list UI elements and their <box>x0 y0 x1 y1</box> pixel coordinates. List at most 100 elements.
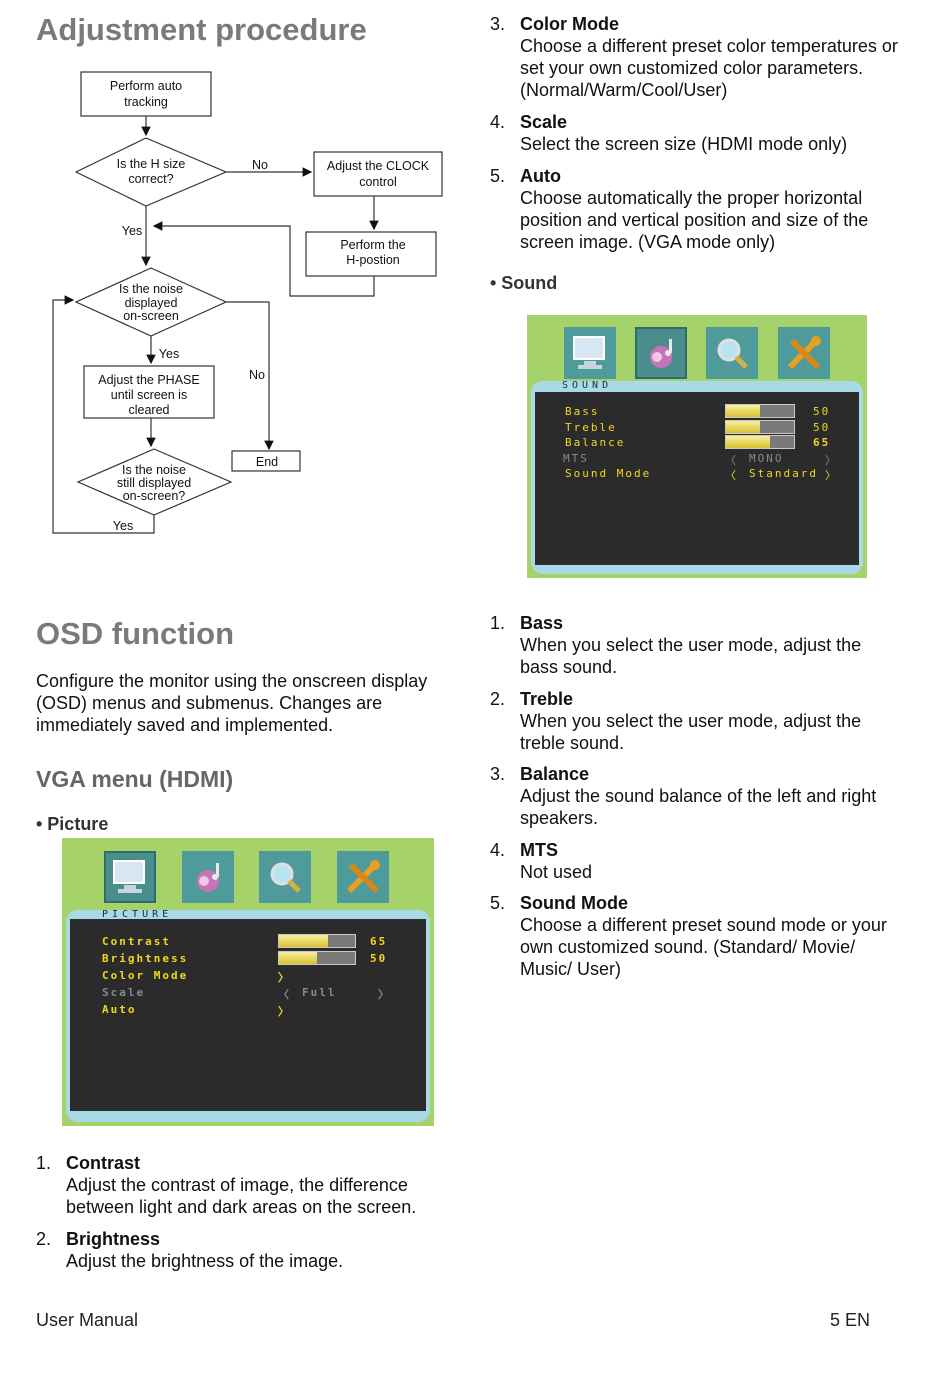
picture-tab-tools-icon[interactable] <box>337 851 389 903</box>
picture-osd-panel: PICTURE Contrast 65 Brightness 50 Color … <box>62 838 434 1126</box>
flow-noise-2: displayed <box>125 296 178 310</box>
sound-mode-right-arrow[interactable]: 〉 <box>825 469 838 482</box>
item-desc-line: Select the screen size (HDMI mode only) <box>520 134 848 154</box>
tools-icon <box>787 336 821 370</box>
auto-tracking-box <box>80 71 212 117</box>
picture-bullet: • Picture <box>36 814 109 834</box>
list-item-sound-mode: 5. Sound Mode Choose a different preset … <box>490 892 930 980</box>
item-title: Brightness <box>66 1229 161 1249</box>
osd-heading: OSD function <box>36 616 235 651</box>
sound-tab-monitor-icon[interactable] <box>564 327 616 379</box>
item-title: Contrast <box>66 1153 141 1173</box>
tools-icon <box>346 860 380 894</box>
sound-row-bass[interactable]: Bass <box>565 405 600 418</box>
item-number: 1. <box>36 1153 52 1173</box>
sound-row-mts[interactable]: MTS <box>563 452 589 465</box>
flow-hpos-2: H-postion <box>346 253 400 267</box>
flow-noise2-1: Is the noise <box>122 463 186 477</box>
adjustment-flowchart: Perform auto tracking Is the H size corr… <box>36 62 456 552</box>
list-item-bass: 1. Bass When you select the user mode, a… <box>490 612 930 678</box>
item-title: Balance <box>520 764 590 784</box>
auto-arrow[interactable]: 〉 <box>278 1005 291 1018</box>
picture-section-label: PICTURE <box>102 909 173 920</box>
picture-row-scale[interactable]: Scale <box>102 986 146 999</box>
balance-value: 65 <box>813 436 831 449</box>
sound-mode-left-arrow[interactable]: 〈 <box>725 469 738 482</box>
scale-right-arrow[interactable]: 〉 <box>378 988 391 1001</box>
balance-bar-fill <box>726 436 771 448</box>
item-number: 5. <box>490 893 506 913</box>
list-item-balance: 3. Balance Adjust the sound balance of t… <box>490 763 930 829</box>
flow-h-size-2: correct? <box>128 172 173 186</box>
flow-phase-2: until screen is <box>111 388 187 402</box>
flow-yes-2: Yes <box>159 347 179 361</box>
brightness-bar[interactable] <box>278 951 356 965</box>
list-item-treble: 2. Treble When you select the user mode,… <box>490 688 930 754</box>
item-title: Color Mode <box>520 14 619 34</box>
flow-yes-3: Yes <box>113 519 133 533</box>
contrast-bar-fill <box>279 935 329 947</box>
item-desc-line: (Normal/Warm/Cool/User) <box>520 80 728 100</box>
item-number: 3. <box>490 764 506 784</box>
sound-tab-sound-icon[interactable] <box>635 327 687 379</box>
sound-row-balance[interactable]: Balance <box>565 436 626 449</box>
sound-tab-magnifier-icon[interactable] <box>706 327 758 379</box>
item-desc-line: Adjust the brightness of the image. <box>66 1251 344 1271</box>
picture-row-auto[interactable]: Auto <box>102 1003 137 1016</box>
item-desc-line: position and vertical position and size … <box>520 210 869 230</box>
treble-bar-fill <box>726 421 760 433</box>
osd-intro-line-3: immediately saved and implemented. <box>36 715 334 735</box>
treble-bar[interactable] <box>725 420 795 434</box>
picture-row-color-mode[interactable]: Color Mode <box>102 969 189 982</box>
item-title: MTS <box>520 840 558 860</box>
brightness-bar-fill <box>279 952 317 964</box>
sound-bullet: • Sound <box>490 273 558 293</box>
magnifier-icon <box>270 862 301 893</box>
item-desc-line: Adjust the sound balance of the left and… <box>520 786 877 806</box>
picture-row-brightness[interactable]: Brightness <box>102 952 189 965</box>
bass-bar[interactable] <box>725 404 795 418</box>
adjustment-heading: Adjustment procedure <box>36 12 367 47</box>
flow-noise-3: on-screen <box>123 309 179 323</box>
sound-row-treble[interactable]: Treble <box>565 421 617 434</box>
color-mode-arrow[interactable]: 〉 <box>278 971 291 984</box>
item-desc-line: treble sound. <box>520 733 625 753</box>
picture-menu-screen: Contrast 65 Brightness 50 Color Mode 〉 S… <box>70 919 426 1111</box>
monitor-icon <box>573 336 605 369</box>
item-desc: Choose automatically the proper horizont… <box>520 187 868 253</box>
item-desc: Adjust the brightness of the image. <box>66 1250 343 1272</box>
mts-left-arrow[interactable]: 〈 <box>725 454 738 467</box>
list-item-scale: 4. Scale Select the screen size (HDMI mo… <box>490 111 930 155</box>
sound-tab-tools-icon[interactable] <box>778 327 830 379</box>
item-desc-line: Not used <box>520 862 593 882</box>
item-desc-line: between light and dark areas on the scre… <box>66 1197 417 1217</box>
flow-no-1: No <box>252 158 268 172</box>
sound-section-label: SOUND <box>562 380 613 391</box>
picture-tab-monitor-icon[interactable] <box>104 851 156 903</box>
osd-intro-line-2: (OSD) menus and submenus. Changes are <box>36 693 383 713</box>
item-desc-line: When you select the user mode, adjust th… <box>520 635 862 655</box>
flow-end: End <box>256 455 278 469</box>
mts-right-arrow[interactable]: 〉 <box>825 454 838 467</box>
sound-row-sound-mode[interactable]: Sound Mode <box>565 467 652 480</box>
monitor-icon <box>113 860 145 893</box>
contrast-value: 65 <box>370 935 388 948</box>
item-desc: Adjust the sound balance of the left and… <box>520 785 876 829</box>
item-desc: Select the screen size (HDMI mode only) <box>520 133 847 155</box>
balance-bar[interactable] <box>725 435 795 449</box>
item-desc: When you select the user mode, adjust th… <box>520 634 861 678</box>
picture-tab-sound-icon[interactable] <box>182 851 234 903</box>
item-desc: When you select the user mode, adjust th… <box>520 710 861 754</box>
item-desc-line: When you select the user mode, adjust th… <box>520 711 862 731</box>
picture-tab-magnifier-icon[interactable] <box>259 851 311 903</box>
phase-box <box>83 365 215 419</box>
scale-left-arrow[interactable]: 〈 <box>278 988 291 1001</box>
item-title: Auto <box>520 166 561 186</box>
item-title: Scale <box>520 112 568 132</box>
list-item-color-mode: 3. Color Mode Choose a different preset … <box>490 13 930 101</box>
flow-noise2-2: still displayed <box>117 476 191 490</box>
picture-row-contrast[interactable]: Contrast <box>102 935 171 948</box>
contrast-bar[interactable] <box>278 934 356 948</box>
item-title: Sound Mode <box>520 893 628 913</box>
flow-hpos-1: Perform the <box>340 238 405 252</box>
